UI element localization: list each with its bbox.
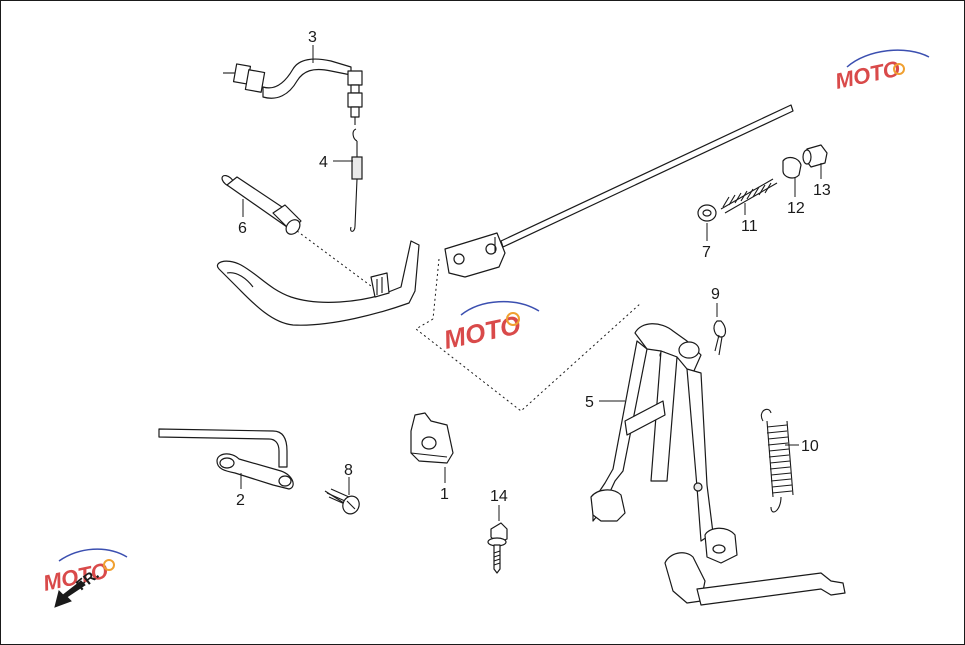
part-2-side-stand: [158, 428, 294, 490]
callout-8: 8: [344, 462, 353, 479]
part-9-cotter-pin: [713, 320, 727, 356]
part-5-main-stand: [590, 323, 846, 606]
callout-10: 10: [801, 438, 819, 455]
callout-5: 5: [585, 394, 594, 411]
callout-1: 1: [440, 486, 449, 503]
watermark-logo-top-right: MOTO: [833, 49, 930, 94]
callout-13: 13: [813, 182, 831, 199]
assembly-guide-lines: [296, 230, 642, 412]
part-10-stand-spring: [760, 408, 794, 513]
part-12-rod-joint: [782, 156, 802, 179]
watermark-text: MOTO: [441, 309, 523, 354]
part-7-washer: [697, 204, 717, 222]
part-6-pivot-bolt: [221, 174, 302, 235]
part-4-switch-spring: [350, 128, 363, 232]
callout-11: 11: [741, 218, 758, 235]
callout-labels: 3 4 6 7 11 12 13 9 5 10 2 8 1 14: [236, 29, 831, 509]
callout-14: 14: [490, 488, 508, 505]
callout-leader-lines: [240, 45, 822, 521]
part-3-sidestand-switch: [223, 58, 363, 125]
callout-6: 6: [238, 220, 247, 237]
watermark-text: MOTO: [833, 56, 902, 94]
arrow-down-left-icon: [54, 580, 86, 608]
callout-9: 9: [711, 286, 720, 303]
part-13-adjusting-nut: [802, 144, 828, 168]
part-14-flange-bolt: [487, 522, 508, 574]
callout-12: 12: [787, 200, 805, 217]
part-8-screw: [324, 488, 360, 515]
part-brake-pedal-assembly: [216, 240, 420, 326]
watermark-logo-center: MOTO: [441, 301, 540, 355]
part-brake-rod: [444, 104, 794, 278]
callout-3: 3: [308, 29, 317, 46]
callout-4: 4: [319, 154, 328, 171]
part-1-stopper-bracket: [410, 412, 454, 464]
callout-7: 7: [702, 244, 711, 261]
callout-2: 2: [236, 492, 245, 509]
part-11-rod-spring: [720, 178, 778, 214]
